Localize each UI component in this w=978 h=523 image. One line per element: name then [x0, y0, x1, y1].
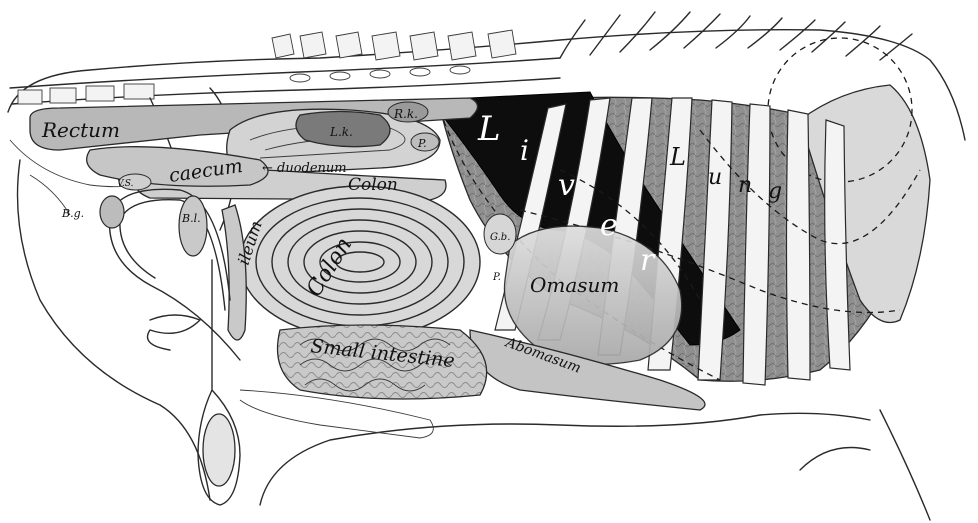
gb-label: G.b.	[490, 232, 510, 243]
colon-upper-label: Colon	[348, 175, 398, 195]
p-label-small: P.	[492, 272, 501, 283]
rectum-label: Rectum	[41, 118, 120, 142]
liver-letter-3: v	[558, 168, 575, 203]
p-label-pancreas: P.	[417, 137, 427, 150]
spiral-colon	[240, 186, 480, 338]
lung-letter-4: g	[768, 179, 782, 204]
bg-label: B.g.	[61, 207, 84, 220]
lung-letter-2: u	[708, 165, 722, 190]
lung-letter-1: L	[669, 143, 686, 171]
rk-label: R.k.	[393, 107, 418, 121]
vs-label: V.S.	[117, 179, 134, 189]
duodenum-label: ← duodenum	[262, 161, 347, 176]
liver-letter-5: r	[640, 243, 656, 278]
lk-label: L.k.	[329, 125, 353, 139]
lung-letter-3: n	[738, 173, 752, 198]
omasum-label: Omasum	[530, 273, 619, 297]
liver-letter-2: i	[520, 134, 529, 167]
bl-label: B.l.	[181, 212, 201, 225]
liver-letter-4: e	[600, 208, 618, 243]
liver-letter-1: L	[477, 109, 501, 149]
spine	[10, 12, 912, 104]
ileum	[222, 205, 246, 340]
